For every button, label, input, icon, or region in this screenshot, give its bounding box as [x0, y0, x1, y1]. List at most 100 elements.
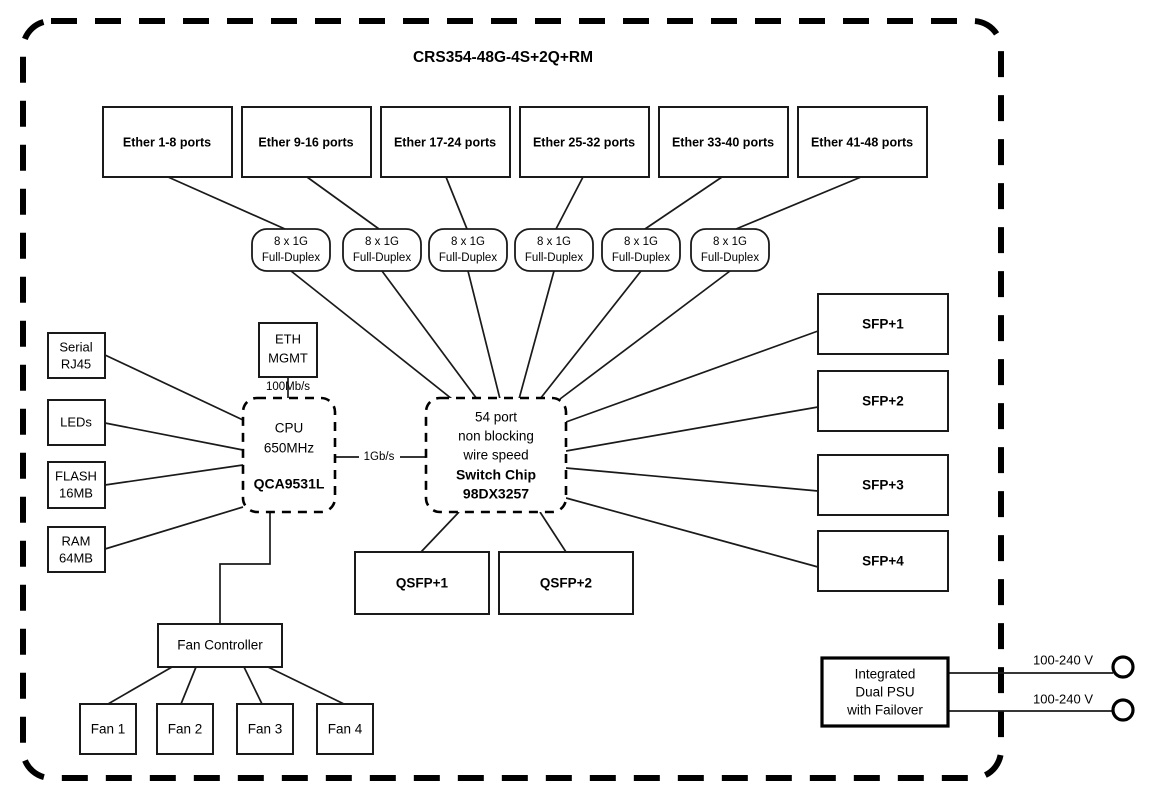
phy-link-6-line2: Full-Duplex — [701, 252, 759, 264]
link-switch-sfp4 — [565, 497, 819, 568]
phy-link-2[interactable]: 8 x 1G Full-Duplex — [342, 228, 422, 272]
sfp-port-1-box[interactable] — [817, 293, 949, 355]
sfp-port-3[interactable]: SFP+3 — [817, 454, 949, 516]
fan-controller[interactable]: Fan Controller — [157, 623, 283, 668]
switch-chip-line3: wire speed — [462, 448, 528, 463]
qsfp-port-2[interactable]: QSFP+2 — [498, 551, 634, 615]
phy-link-5[interactable]: 8 x 1G Full-Duplex — [601, 228, 681, 272]
switch-chip-line2: non blocking — [458, 429, 534, 444]
peripheral-ram[interactable]: RAM 64MB — [47, 526, 106, 573]
ether-group-3[interactable]: Ether 17-24 ports — [380, 106, 511, 178]
peripheral-flash-box[interactable] — [47, 461, 106, 509]
sfp-port-3-box[interactable] — [817, 454, 949, 516]
psu-line3: with Failover — [846, 703, 923, 718]
switch-to-qsfp-links — [420, 511, 567, 553]
phy-link-1[interactable]: 8 x 1G Full-Duplex — [251, 228, 331, 272]
qsfp-port-1[interactable]: QSFP+1 — [354, 551, 490, 615]
phy-link-6[interactable]: 8 x 1G Full-Duplex — [690, 228, 770, 272]
peripheral-serial-rj45[interactable]: Serial RJ45 — [47, 332, 106, 379]
psu-block[interactable]: Integrated Dual PSU with Failover — [820, 656, 950, 728]
peripheral-ram-box[interactable] — [47, 526, 106, 573]
phy-link-3-box[interactable] — [428, 228, 508, 272]
fan-4[interactable]: Fan 4 — [316, 703, 374, 755]
link-fanctl-fan2 — [180, 666, 197, 705]
cpu-block-box[interactable] — [241, 396, 337, 514]
psu-block-box[interactable] — [820, 656, 950, 728]
peripheral-serial-rj45-box[interactable] — [47, 332, 106, 379]
link-ether5-phy5 — [644, 176, 723, 230]
peripheral-ram-line2: 64MB — [59, 550, 93, 565]
ether-group-6[interactable]: Ether 41-48 ports — [797, 106, 928, 178]
sfp-port-1[interactable]: SFP+1 — [817, 293, 949, 355]
ether-group-2[interactable]: Ether 9-16 ports — [241, 106, 372, 178]
phy-link-4-box[interactable] — [514, 228, 594, 272]
ether-group-2-box[interactable] — [241, 106, 372, 178]
qsfp-port-2-label: QSFP+2 — [540, 576, 592, 591]
fan-4-box[interactable] — [316, 703, 374, 755]
qsfp-port-2-box[interactable] — [498, 551, 634, 615]
link-ether4-phy4 — [555, 176, 584, 230]
switch-chip-box[interactable] — [424, 396, 568, 514]
ether-group-4[interactable]: Ether 25-32 ports — [519, 106, 650, 178]
ether-group-1[interactable]: Ether 1-8 ports — [102, 106, 233, 178]
ether-group-5-box[interactable] — [658, 106, 789, 178]
ether-to-phy-links — [167, 176, 862, 230]
cpu-switch-speed-label: 1Gb/s — [364, 451, 395, 463]
psu-input-1-label: 100-240 V — [1033, 652, 1093, 667]
link-phy2-switch — [381, 270, 478, 400]
fan-2[interactable]: Fan 2 — [156, 703, 214, 755]
peripheral-leds-box[interactable] — [47, 399, 106, 446]
phy-link-5-box[interactable] — [601, 228, 681, 272]
ether-group-4-box[interactable] — [519, 106, 650, 178]
peripheral-flash-line2: 16MB — [59, 485, 93, 500]
link-switch-qsfp1 — [420, 511, 460, 553]
eth-mgmt[interactable]: ETH MGMT — [258, 322, 318, 378]
fan-2-label: Fan 2 — [168, 722, 203, 737]
phy-link-1-line2: Full-Duplex — [262, 252, 320, 264]
phy-link-6-line1: 8 x 1G — [713, 236, 747, 248]
ether-group-3-label: Ether 17-24 ports — [394, 135, 496, 149]
fan-1-box[interactable] — [79, 703, 137, 755]
fan-3[interactable]: Fan 3 — [236, 703, 294, 755]
link-phy3-switch — [467, 270, 501, 400]
peripheral-leds[interactable]: LEDs — [47, 399, 106, 446]
phy-link-4[interactable]: 8 x 1G Full-Duplex — [514, 228, 594, 272]
peripheral-flash[interactable]: FLASH 16MB — [47, 461, 106, 509]
phy-link-5-line2: Full-Duplex — [612, 252, 670, 264]
ether-group-1-box[interactable] — [102, 106, 233, 178]
eth-mgmt-speed-label: 100Mb/s — [266, 381, 310, 393]
power-inlet-1-icon — [1111, 655, 1135, 679]
phy-link-2-line1: 8 x 1G — [365, 236, 399, 248]
cpu-switch-link: 1Gb/s — [335, 451, 426, 463]
eth-mgmt-line1: ETH — [275, 331, 301, 346]
sfp-port-4-label: SFP+4 — [862, 554, 904, 569]
phy-link-3[interactable]: 8 x 1G Full-Duplex — [428, 228, 508, 272]
fan-3-box[interactable] — [236, 703, 294, 755]
peripheral-leds-line1: LEDs — [60, 414, 92, 429]
phy-link-2-box[interactable] — [342, 228, 422, 272]
sfp-port-2[interactable]: SFP+2 — [817, 370, 949, 432]
fan-controller-box[interactable] — [157, 623, 283, 668]
eth-mgmt-box[interactable] — [258, 322, 318, 378]
ether-group-6-box[interactable] — [797, 106, 928, 178]
fan-2-box[interactable] — [156, 703, 214, 755]
power-inlet-2-icon — [1111, 698, 1135, 722]
sfp-port-2-box[interactable] — [817, 370, 949, 432]
link-cpu-fancontroller — [219, 512, 271, 624]
device-enclosure — [20, 18, 1004, 781]
ether-group-5[interactable]: Ether 33-40 ports — [658, 106, 789, 178]
fan-1[interactable]: Fan 1 — [79, 703, 137, 755]
psu-line1: Integrated — [855, 667, 916, 682]
psu-input-2-label: 100-240 V — [1033, 691, 1093, 706]
phy-link-6-box[interactable] — [690, 228, 770, 272]
sfp-port-4-box[interactable] — [817, 530, 949, 592]
qsfp-port-1-box[interactable] — [354, 551, 490, 615]
ether-group-3-box[interactable] — [380, 106, 511, 178]
link-switch-sfp2 — [565, 406, 819, 452]
page-title: CRS354-48G-4S+2Q+RM — [413, 49, 593, 66]
phy-link-1-box[interactable] — [251, 228, 331, 272]
ether-group-5-label: Ether 33-40 ports — [672, 135, 774, 149]
switch-chip-block[interactable]: 54 port non blocking wire speed Switch C… — [424, 396, 568, 514]
sfp-port-4[interactable]: SFP+4 — [817, 530, 949, 592]
cpu-block[interactable]: CPU 650MHz QCA9531L — [241, 396, 337, 514]
